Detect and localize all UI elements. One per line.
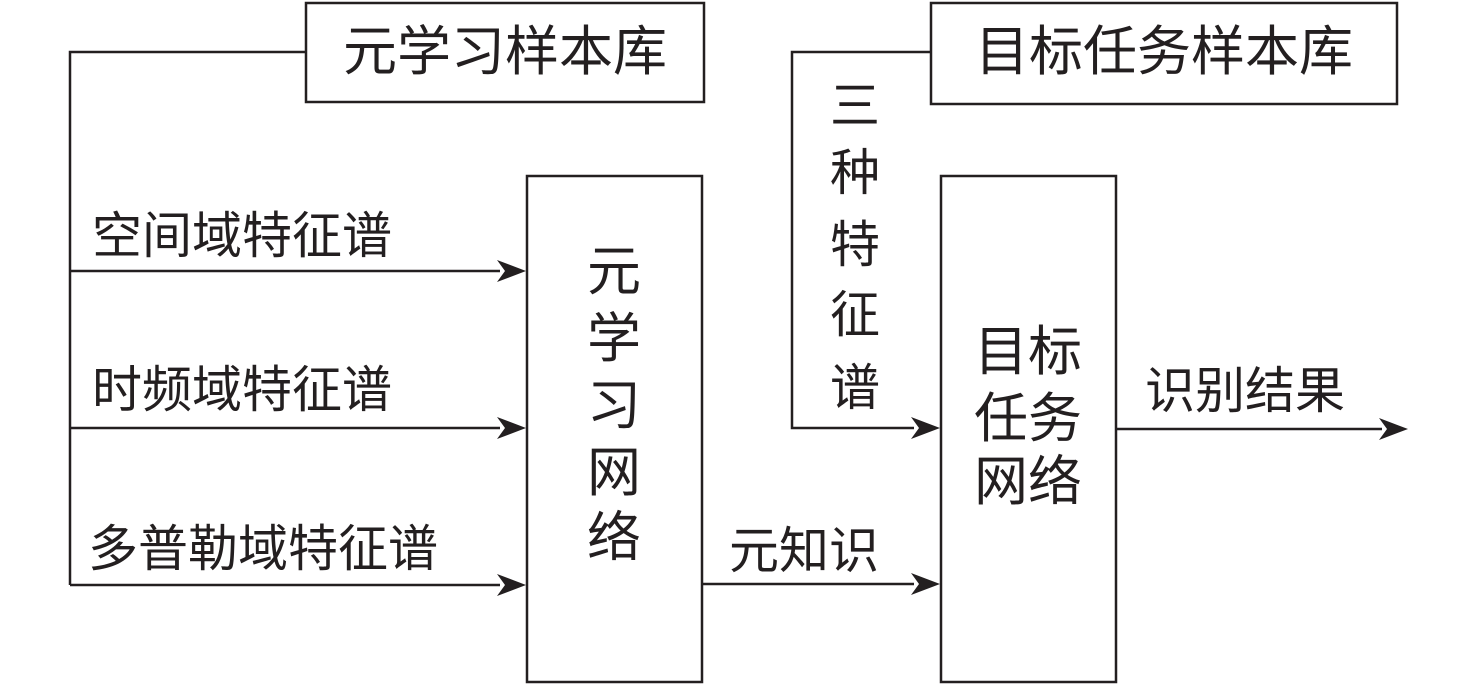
meta-network-char: 元 <box>587 240 641 303</box>
target-library-label: 目标任务样本库 <box>975 20 1353 83</box>
target-network-line: 任务 <box>974 387 1082 450</box>
target-network-node: 目标 任务 网络 <box>939 174 1118 684</box>
meta-network-char: 络 <box>587 506 641 569</box>
three-features-char: 谱 <box>830 359 880 417</box>
meta-network-char: 习 <box>587 374 641 437</box>
three-features-char: 三 <box>830 77 880 135</box>
meta-network-node: 元 学 习 网 络 <box>525 174 704 684</box>
spatial-feature-label: 空间域特征谱 <box>92 207 392 265</box>
three-features-char: 特 <box>830 216 880 274</box>
three-features-char: 种 <box>830 144 880 202</box>
meta-knowledge-arrow <box>702 573 940 595</box>
time-frequency-feature-label: 时频域特征谱 <box>92 361 392 419</box>
target-library-node: 目标任务样本库 <box>929 1 1399 106</box>
meta-network-char: 学 <box>587 307 641 370</box>
doppler-feature-label: 多普勒域特征谱 <box>88 520 438 578</box>
meta-network-char: 网 <box>587 441 641 504</box>
meta-library-connector <box>68 50 306 585</box>
target-network-box <box>939 174 1118 684</box>
target-library-box <box>929 1 1399 106</box>
meta-network-box <box>525 174 704 684</box>
three-features-char: 征 <box>830 286 880 344</box>
time-frequency-feature-arrow <box>70 417 526 439</box>
three-features-arrow <box>790 50 940 439</box>
doppler-feature-arrow <box>70 574 526 596</box>
result-label: 识别结果 <box>1145 362 1345 420</box>
meta-knowledge-label: 元知识 <box>729 522 879 580</box>
spatial-feature-arrow <box>70 260 526 282</box>
meta-library-box <box>304 1 706 104</box>
meta-library-label: 元学习样本库 <box>343 20 667 83</box>
target-network-line: 目标 <box>974 320 1082 383</box>
meta-library-node: 元学习样本库 <box>304 1 706 104</box>
result-arrow <box>1116 418 1408 440</box>
target-network-line: 网络 <box>974 450 1082 513</box>
